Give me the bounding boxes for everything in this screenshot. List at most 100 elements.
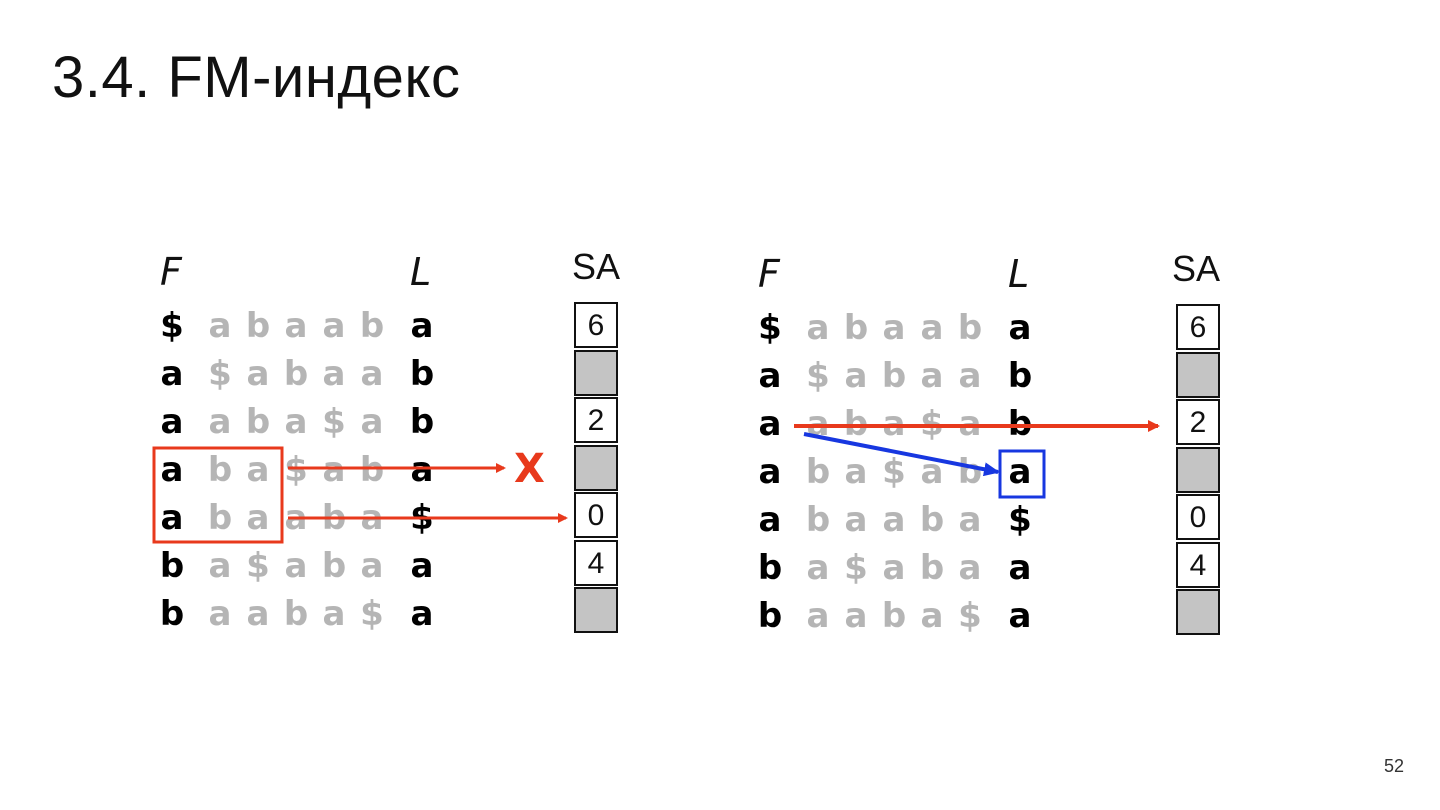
- sa-cell: 4: [1176, 541, 1220, 588]
- rotation-char: b: [957, 452, 983, 492]
- f-char: a: [160, 354, 184, 394]
- f-char: $: [758, 308, 782, 348]
- f-char: b: [757, 596, 783, 636]
- rotation-char: a: [246, 594, 270, 634]
- l-char: a: [1008, 452, 1032, 492]
- l-char: $: [1008, 500, 1032, 540]
- rotation-char: b: [957, 308, 983, 348]
- rotation-char: b: [359, 450, 385, 490]
- f-char: b: [159, 594, 185, 634]
- rotation-char: a: [284, 546, 308, 586]
- rotation-char: a: [958, 548, 982, 588]
- rotation-char: a: [322, 450, 346, 490]
- l-char: a: [1008, 596, 1032, 636]
- rotation-char: a: [284, 498, 308, 538]
- l-char: a: [410, 546, 434, 586]
- l-char: a: [410, 450, 434, 490]
- sa-cell: [1176, 446, 1220, 493]
- rotation-char: b: [245, 402, 271, 442]
- rotation-char: b: [919, 548, 945, 588]
- rotation-char: a: [360, 546, 384, 586]
- rotation-char: a: [920, 452, 944, 492]
- f-column-header: F: [758, 252, 780, 296]
- rotation-char: $: [806, 356, 830, 396]
- sa-column-header: SA: [1172, 248, 1221, 289]
- rotation-char: a: [920, 356, 944, 396]
- f-char: a: [160, 450, 184, 490]
- rotation-char: a: [920, 308, 944, 348]
- l-char: a: [1008, 308, 1032, 348]
- rotation-char: a: [806, 596, 830, 636]
- rotation-char: a: [322, 594, 346, 634]
- l-column-header: L: [1008, 252, 1030, 296]
- rotation-char: a: [208, 594, 232, 634]
- rotation-char: b: [283, 354, 309, 394]
- sa-cell: 0: [574, 492, 618, 538]
- rotation-char: a: [360, 354, 384, 394]
- rotation-char: a: [882, 404, 906, 444]
- rotation-char: a: [360, 402, 384, 442]
- f-char: a: [758, 452, 782, 492]
- rotation-char: b: [207, 498, 233, 538]
- l-char: b: [409, 402, 435, 442]
- l-char: a: [410, 594, 434, 634]
- rotation-char: b: [843, 404, 869, 444]
- rotation-char: a: [208, 402, 232, 442]
- rotation-char: a: [360, 498, 384, 538]
- rotation-char: a: [284, 306, 308, 346]
- f-char: a: [160, 402, 184, 442]
- l-char: $: [410, 498, 434, 538]
- rotation-char: $: [360, 594, 384, 634]
- rotation-char: a: [322, 354, 346, 394]
- rotation-char: b: [359, 306, 385, 346]
- rotation-char: $: [322, 402, 346, 442]
- f-char: $: [160, 306, 184, 346]
- l-char: a: [1008, 548, 1032, 588]
- rotation-char: a: [882, 308, 906, 348]
- l-char: a: [410, 306, 434, 346]
- rotation-char: $: [882, 452, 906, 492]
- rotation-char: b: [881, 596, 907, 636]
- x-mark: X: [514, 446, 545, 492]
- rotation-char: $: [284, 450, 308, 490]
- sa-cell: [1176, 589, 1220, 635]
- rotation-char: a: [844, 596, 868, 636]
- f-char: a: [758, 404, 782, 444]
- sa-cell: 2: [1176, 399, 1220, 445]
- rotation-char: a: [920, 596, 944, 636]
- sa-cell: [574, 349, 618, 396]
- rotation-char: a: [958, 404, 982, 444]
- rotation-char: a: [806, 308, 830, 348]
- rotation-char: a: [208, 546, 232, 586]
- rotation-char: a: [844, 500, 868, 540]
- l-char: b: [1007, 356, 1033, 396]
- rotation-char: a: [208, 306, 232, 346]
- rotation-char: a: [958, 356, 982, 396]
- rotation-char: a: [322, 306, 346, 346]
- rotation-char: a: [246, 354, 270, 394]
- sa-cell: 2: [574, 397, 618, 443]
- f-char: a: [758, 356, 782, 396]
- f-char: b: [159, 546, 185, 586]
- rotation-char: a: [844, 452, 868, 492]
- rotation-char: b: [283, 594, 309, 634]
- f-char: b: [757, 548, 783, 588]
- rotation-char: b: [321, 498, 347, 538]
- sa-cell: [1176, 351, 1220, 398]
- sa-cell: 6: [574, 302, 618, 348]
- rotation-char: b: [919, 500, 945, 540]
- rotation-char: $: [920, 404, 944, 444]
- l-column-header: L: [410, 250, 432, 294]
- rotation-char: a: [246, 498, 270, 538]
- sa-cell: 6: [1176, 304, 1220, 350]
- f-char: a: [758, 500, 782, 540]
- rotation-char: $: [208, 354, 232, 394]
- rotation-char: b: [245, 306, 271, 346]
- rotation-char: a: [958, 500, 982, 540]
- sa-cell: [574, 587, 618, 633]
- f-char: a: [160, 498, 184, 538]
- sa-cell: [574, 444, 618, 491]
- sa-cell: 4: [574, 539, 618, 586]
